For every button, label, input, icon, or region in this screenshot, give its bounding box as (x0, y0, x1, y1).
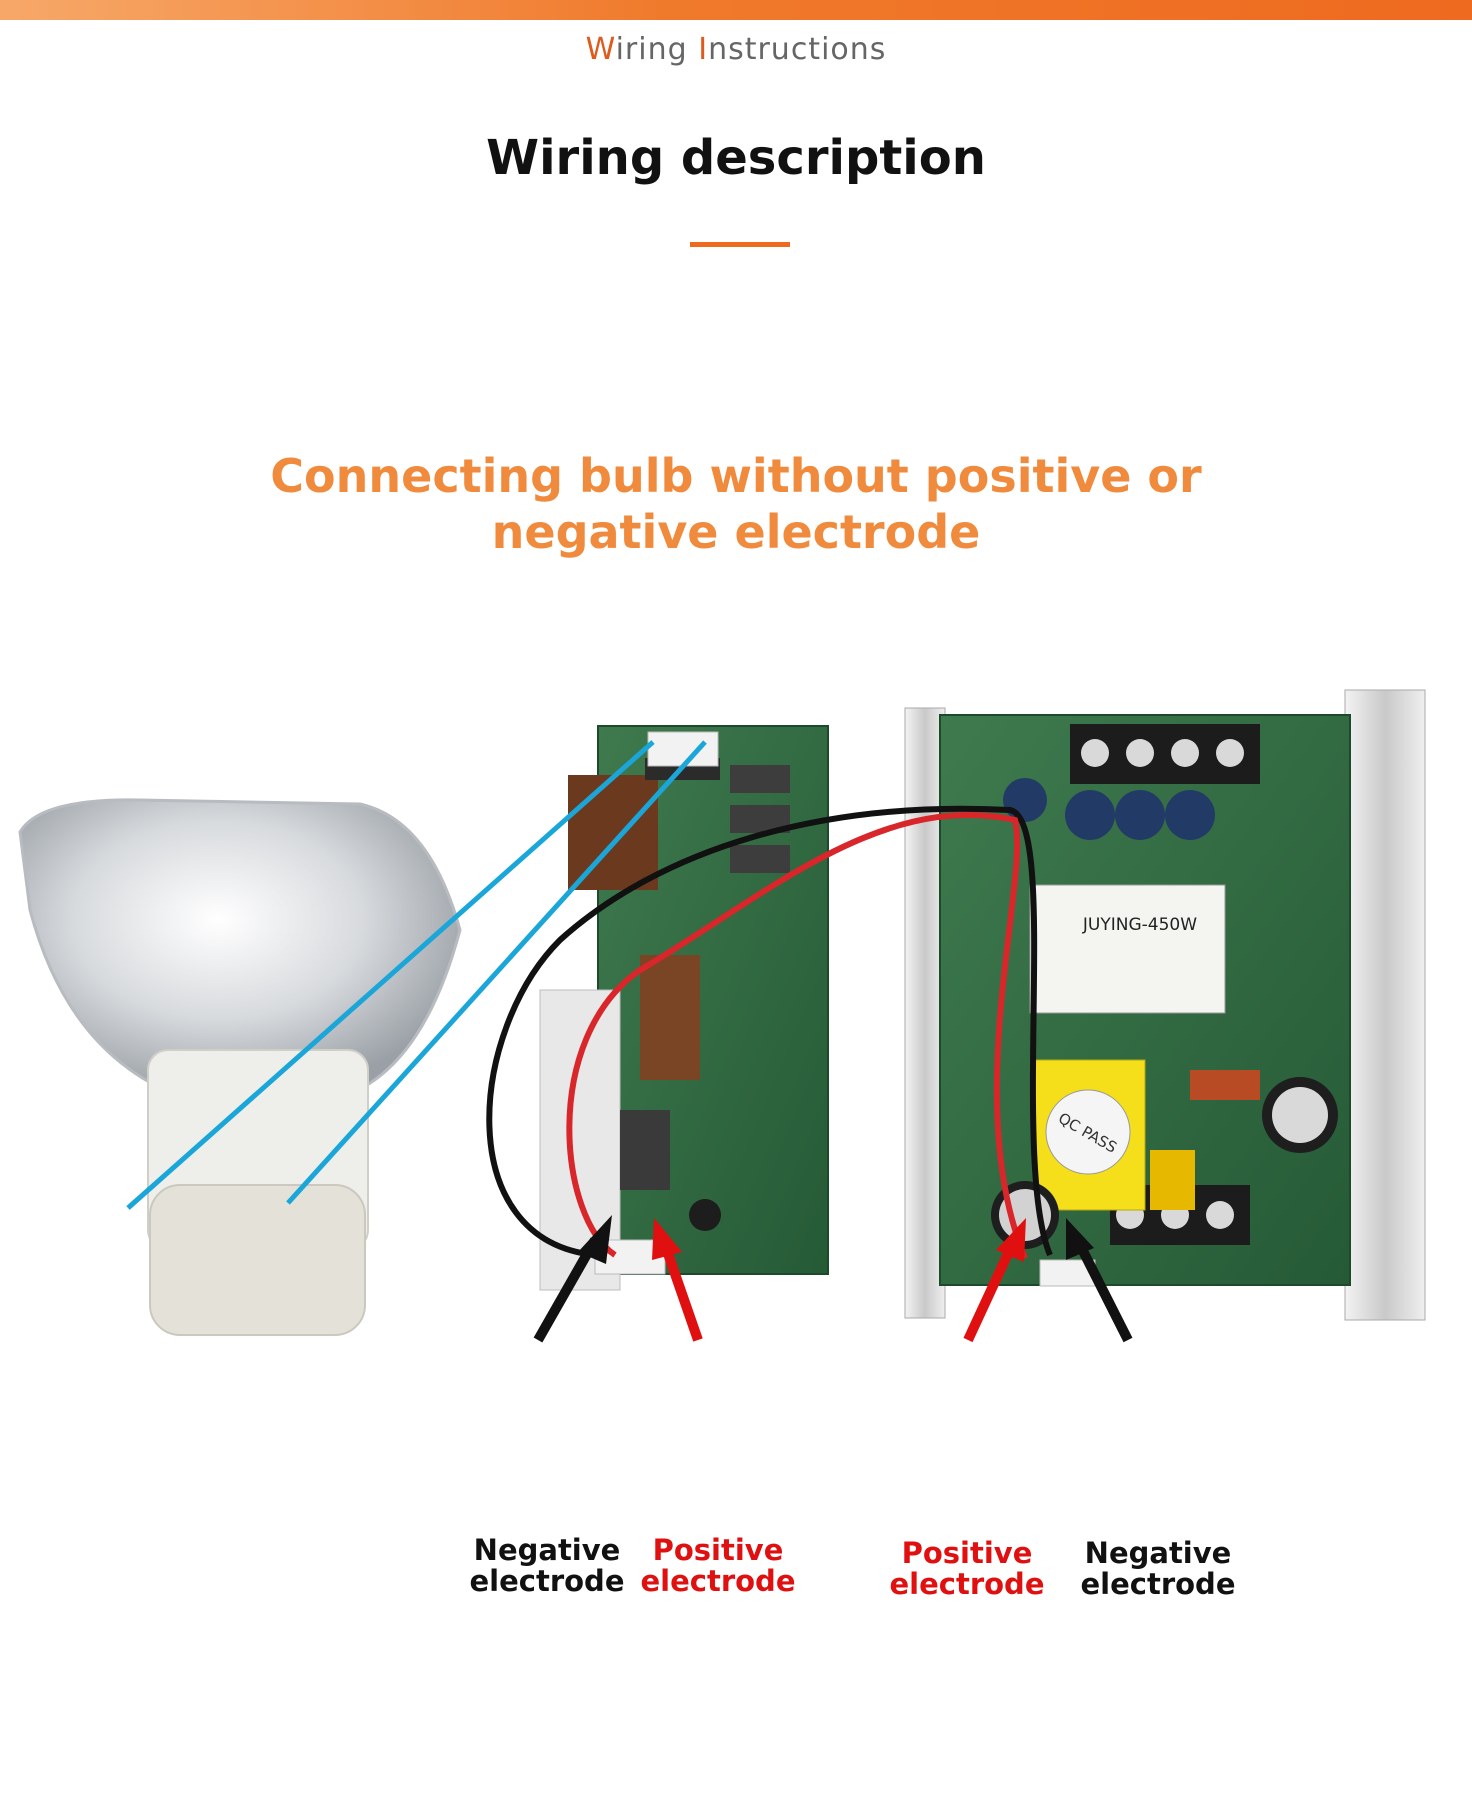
power-supply-board: JUYING-450W QC PASS (904, 689, 1426, 1321)
top-accent-bar (0, 0, 1472, 20)
subtitle-line-1: Connecting bulb without positive or (270, 449, 1202, 503)
wiring-illustration: JUYING-450W QC PASS (18, 689, 1426, 1343)
lamp-bulb (18, 798, 462, 1336)
page-title: Wiring description (486, 130, 986, 186)
wiring-photo: JUYING-450W QC PASS (0, 680, 1472, 1600)
bulb-to-connector-lines (126, 740, 707, 1210)
wiring-subtitle: Connecting bulb without positive or nega… (236, 448, 1236, 560)
connection-wires (486, 805, 1053, 1260)
psu-label-sticker (1029, 884, 1226, 1014)
subtitle-line-2: negative electrode (491, 505, 981, 559)
electrode-arrows (533, 1215, 1133, 1343)
psu-model-text: JUYING-450W (1082, 915, 1197, 935)
section-header: Wiring Instructions (585, 32, 887, 67)
title-underline (690, 242, 790, 247)
